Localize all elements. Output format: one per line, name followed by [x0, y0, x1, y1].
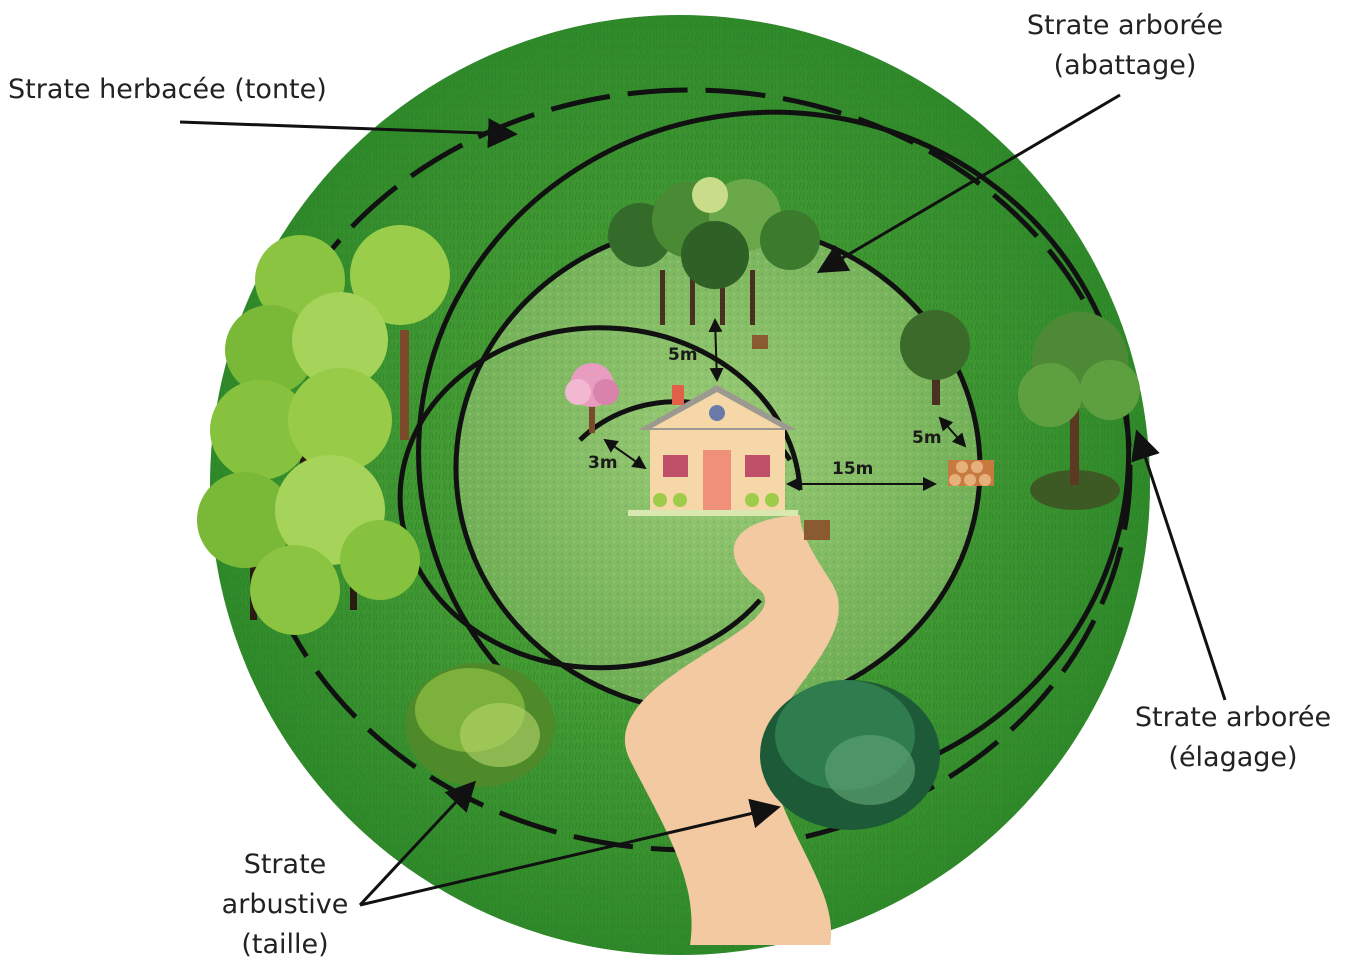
callout-arrow-abattage — [816, 93, 1121, 274]
label-strate-herbacee: Strate herbacée (tonte) — [8, 74, 327, 105]
distance-label-5m-right: 5m — [912, 428, 942, 448]
right-blossom-tree-icon — [1018, 312, 1140, 510]
label-strate-arboree-elagage: Strate arborée (élagage) — [1134, 702, 1332, 773]
distance-arrow-5m-right — [938, 416, 967, 448]
house — [628, 385, 798, 516]
window-right — [745, 455, 770, 477]
distance-label-5m-top: 5m — [668, 345, 698, 365]
shrub-right-icon — [760, 680, 940, 830]
round-window-icon — [709, 405, 725, 421]
distance-arrow-5m-top — [708, 318, 724, 382]
right-tree-icon — [900, 310, 970, 405]
shrub-left-icon — [405, 663, 555, 787]
window-left — [663, 455, 688, 477]
distance-label-15m: 15m — [832, 459, 873, 479]
stump-icon — [752, 335, 768, 349]
callout-arrow-arbustive-right — [359, 798, 781, 907]
left-forest-icon — [197, 225, 450, 635]
tree-cluster-abattage-icon — [608, 177, 820, 349]
chimney — [672, 385, 684, 405]
label-strate-arboree-abattage: Strate arborée (abattage) — [1026, 10, 1224, 81]
garden-path — [624, 515, 839, 945]
callout-arrow-elagage — [1131, 429, 1227, 701]
label-strate-arbustive: Strate arbustive (taille) — [221, 849, 349, 960]
callout-arrow-arbustive-left — [358, 780, 477, 907]
small-flowering-tree-icon — [565, 363, 619, 433]
distance-label-3m: 3m — [588, 453, 618, 473]
distance-arrow-3m — [603, 438, 647, 470]
door — [703, 450, 731, 510]
stump-icon — [804, 520, 830, 540]
callout-arrow-herbacee — [179, 118, 518, 149]
woodpile-icon — [948, 460, 994, 486]
